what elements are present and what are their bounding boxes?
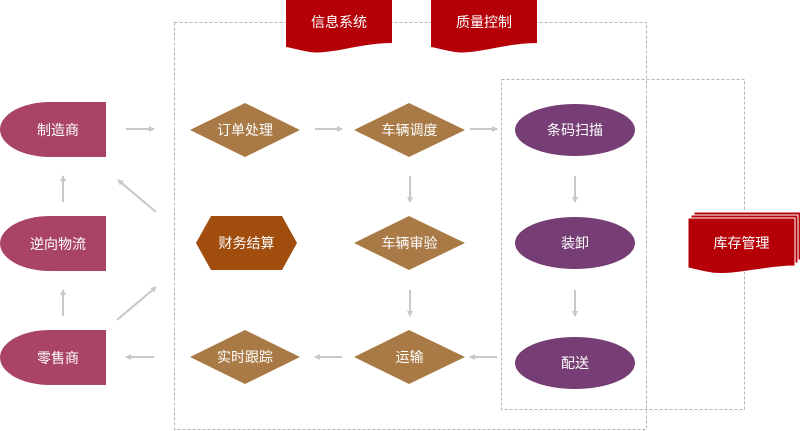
financial-settlement-node[interactable]	[196, 216, 297, 270]
reverse-logistics-node[interactable]	[0, 216, 106, 271]
barcode-scanning-node[interactable]	[515, 104, 635, 156]
loading-unloading-node[interactable]	[515, 217, 635, 269]
inventory-management-multidocument[interactable]	[687, 211, 800, 275]
realtime-tracking-node[interactable]	[190, 330, 300, 384]
main-process-container	[174, 22, 647, 430]
transportation-node[interactable]	[354, 330, 465, 384]
quality-control-document[interactable]	[431, 0, 537, 53]
order-processing-node[interactable]	[190, 103, 300, 157]
arrow-diagonal-from-retailer	[116, 286, 157, 321]
vehicle-dispatch-node[interactable]	[354, 103, 465, 157]
arrow-diagonal-to-manufacturer	[117, 179, 157, 213]
vehicle-inspection-node[interactable]	[354, 216, 465, 270]
retailer-node[interactable]	[0, 330, 106, 385]
manufacturer-node[interactable]	[0, 102, 106, 157]
delivery-node[interactable]	[515, 337, 635, 389]
info-system-document[interactable]	[286, 0, 392, 53]
